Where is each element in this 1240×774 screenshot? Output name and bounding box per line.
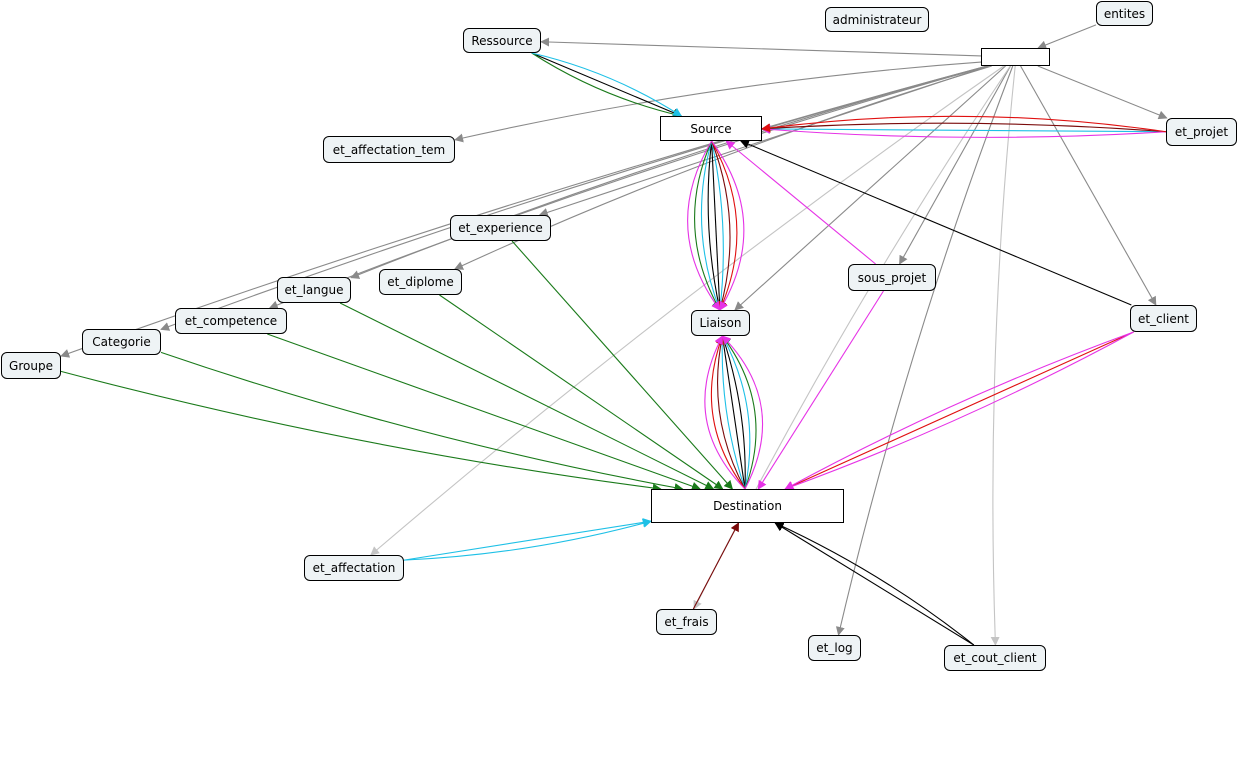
- node-administrateur[interactable]: administrateur: [825, 7, 929, 32]
- edge-ressource-to-source: [531, 52, 683, 119]
- edge-source-to-liaison: [687, 140, 721, 311]
- edge-et_projet-to-source: [761, 122, 1167, 133]
- edge-et_cout_client-to-destination: [774, 522, 975, 646]
- node-et-langue[interactable]: et_langue: [277, 277, 351, 303]
- node-et-affectation[interactable]: et_affectation: [304, 555, 404, 581]
- edge-ressource-to-source: [531, 52, 683, 118]
- edge-hub-to-ressource: [540, 37, 982, 57]
- edge-et_client-to-source: [739, 139, 1132, 306]
- edge-et_projet-to-source: [761, 115, 1167, 133]
- edge-sous_projet-to-destination: [757, 290, 884, 490]
- node-categorie[interactable]: Categorie: [82, 329, 161, 355]
- edge-source-to-liaison: [711, 140, 731, 311]
- edge-hub-to-liaison: [734, 65, 1006, 311]
- edge-source-to-liaison: [711, 140, 738, 311]
- edge-et_cout_client-to-destination: [774, 522, 975, 646]
- edge-hub-to-et_cout_client: [990, 65, 1016, 646]
- node-et-client[interactable]: et_client: [1130, 305, 1197, 332]
- edge-hub-to-et_competence: [268, 65, 989, 310]
- node-et-log[interactable]: et_log: [808, 635, 861, 661]
- edge-groupe-to-destination: [60, 370, 662, 493]
- node-et-diplome[interactable]: et_diplome: [379, 269, 462, 295]
- edge-et_projet-to-source: [761, 124, 1167, 138]
- node-et-frais[interactable]: et_frais: [656, 609, 717, 635]
- node-et-competence[interactable]: et_competence: [175, 308, 287, 334]
- node-ressource[interactable]: Ressource: [463, 28, 541, 53]
- edge-destination-to-liaison: [721, 335, 764, 490]
- edge-et_client-to-destination: [784, 331, 1134, 490]
- node-sous-projet[interactable]: sous_projet: [848, 264, 936, 291]
- edge-categorie-to-destination: [160, 351, 684, 492]
- edge-destination-to-liaison: [719, 335, 746, 490]
- edge-destination-to-liaison: [710, 335, 746, 490]
- edge-et_client-to-destination: [784, 331, 1134, 491]
- node-et-projet[interactable]: et_projet: [1166, 118, 1237, 146]
- node-et-affectation-tem[interactable]: et_affectation_tem: [323, 136, 455, 163]
- edge-destination-to-liaison: [716, 335, 746, 490]
- edge-hub-to-sous_projet: [899, 65, 1011, 265]
- edge-et_affectation-to-destination: [403, 519, 652, 561]
- edge-destination-to-liaison: [717, 335, 746, 490]
- node-liaison[interactable]: Liaison: [691, 310, 750, 336]
- edge-ressource-to-source: [531, 52, 683, 117]
- edge-hub-to-et_log: [835, 65, 1014, 636]
- edge-destination-to-liaison: [720, 335, 746, 490]
- edge-sous_projet-to-source: [725, 140, 876, 265]
- node-et-cout-client[interactable]: et_cout_client: [944, 645, 1046, 671]
- edge-source-to-liaison: [711, 140, 724, 311]
- edge-source-to-liaison: [694, 140, 721, 311]
- edge-hub-to-et_projet: [1037, 65, 1168, 120]
- edge-et_client-to-destination: [784, 331, 1134, 490]
- edge-destination-to-liaison: [704, 335, 746, 490]
- edge-source-to-liaison: [711, 140, 745, 311]
- edge-et_competence-to-destination: [267, 333, 701, 491]
- node-groupe[interactable]: Groupe: [1, 352, 61, 379]
- edge-source-to-liaison: [707, 140, 723, 311]
- node-source[interactable]: Source: [660, 116, 762, 141]
- edge-hub-to-et_client: [1020, 65, 1157, 306]
- node-entites[interactable]: entites: [1096, 1, 1153, 26]
- edge-source-to-liaison: [711, 140, 726, 311]
- node-unlabeled-hub[interactable]: [981, 48, 1050, 66]
- edge-et_experience-to-destination: [511, 240, 733, 490]
- edge-et_diplome-to-destination: [439, 294, 724, 490]
- node-et-experience[interactable]: et_experience: [450, 215, 551, 241]
- edge-et_affectation-to-destination: [403, 518, 652, 561]
- edge-source-to-liaison: [700, 140, 722, 311]
- edge-et_frais-to-destination: [692, 522, 740, 610]
- edge-destination-to-liaison: [721, 335, 757, 490]
- edge-hub-to-et_affectation_tem: [454, 61, 982, 143]
- edge-entites-to-hub: [1037, 24, 1097, 50]
- edge-destination-to-liaison: [721, 335, 751, 490]
- node-destination[interactable]: Destination: [651, 489, 844, 523]
- edge-hub-to-et_affectation: [370, 65, 1005, 556]
- edge-et_langue-to-destination: [339, 302, 715, 490]
- edge-et_projet-to-source: [761, 124, 1167, 134]
